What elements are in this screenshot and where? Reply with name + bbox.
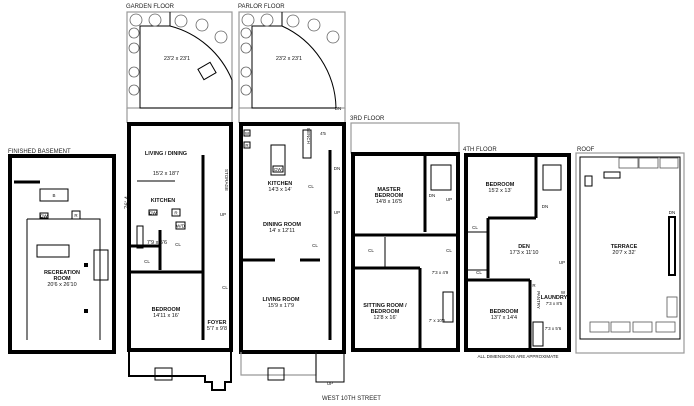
svg-text:R: R xyxy=(74,213,78,218)
svg-text:DN: DN xyxy=(335,106,342,111)
svg-text:W/D: W/D xyxy=(176,224,185,229)
svg-text:14'3 x 14': 14'3 x 14' xyxy=(268,187,291,193)
svg-text:15'9 x 17'9: 15'9 x 17'9 xyxy=(268,303,294,309)
svg-text:UP: UP xyxy=(220,212,226,217)
svg-text:7' x 10'6: 7' x 10'6 xyxy=(429,318,446,323)
svg-text:DN: DN xyxy=(542,204,549,209)
svg-text:CL: CL xyxy=(476,270,482,275)
svg-text:CL: CL xyxy=(175,242,181,247)
svg-text:UP: UP xyxy=(446,197,452,202)
room-sitting-room: SITTING ROOM / xyxy=(363,303,407,309)
svg-text:DN: DN xyxy=(334,166,341,171)
garden-dim: 23'2 x 23'1 xyxy=(164,56,190,62)
svg-text:UP: UP xyxy=(327,381,333,386)
svg-text:15'2 x 13': 15'2 x 13' xyxy=(488,188,511,194)
svg-text:CL: CL xyxy=(308,184,314,189)
svg-text:CL: CL xyxy=(222,285,228,290)
svg-text:DW: DW xyxy=(40,214,48,219)
dimensions-note: ALL DIMENSIONS ARE APPROXIMATE xyxy=(477,354,558,359)
svg-text:ROOM: ROOM xyxy=(53,276,71,282)
svg-text:DN: DN xyxy=(429,193,436,198)
room-recreation: RECREATION xyxy=(44,270,80,276)
room-bedroom-front: BEDROOM xyxy=(486,182,515,188)
svg-text:17'3 x 11'10: 17'3 x 11'10 xyxy=(510,250,539,256)
svg-text:R: R xyxy=(174,211,178,216)
svg-text:W: W xyxy=(561,290,566,295)
svg-text:7'3 x 5'6: 7'3 x 5'6 xyxy=(545,326,562,331)
svg-text:W: W xyxy=(245,131,250,136)
parlor-floor: PARLOR FLOOR 23'2 x 23'1 DN W R DW BENCH… xyxy=(238,4,346,386)
room-laundry: LAUNDRY xyxy=(541,295,568,301)
finished-basement: FINISHED BASEMENT B DW R RECREATION ROOM… xyxy=(8,149,116,354)
room-dining: DINING ROOM xyxy=(263,222,301,228)
roof-title: ROOF xyxy=(577,147,595,153)
room-master-bedroom: MASTER xyxy=(377,187,400,193)
svg-text:CL: CL xyxy=(312,243,318,248)
svg-text:14'11 x 16': 14'11 x 16' xyxy=(153,313,179,319)
bath-dim: 7'9 x 5'6 xyxy=(147,240,167,246)
room-terrace: TERRACE xyxy=(611,244,638,250)
svg-text:14'8 x 16'5: 14'8 x 16'5 xyxy=(376,199,402,205)
room-pantry: PANTRY xyxy=(536,291,541,309)
svg-text:12'8 x 16': 12'8 x 16' xyxy=(373,315,396,321)
basement-title: FINISHED BASEMENT xyxy=(8,149,71,155)
room-storage: STORAGE xyxy=(224,169,229,191)
svg-text:UP: UP xyxy=(334,210,340,215)
svg-text:DN: DN xyxy=(669,210,676,215)
svg-text:DW: DW xyxy=(274,167,282,172)
third-floor: 3RD FLOOR MASTER BEDROOM 14'8 x 16'5 DN … xyxy=(350,116,460,352)
svg-text:BEDROOM: BEDROOM xyxy=(375,193,404,199)
room-den: DEN xyxy=(518,244,530,250)
room-bedroom: BEDROOM xyxy=(152,307,181,313)
fourth-floor-title: 4TH FLOOR xyxy=(463,147,497,153)
svg-text:7'3 x 4'9: 7'3 x 4'9 xyxy=(432,270,449,275)
room-kitchen: KITCHEN xyxy=(151,198,175,204)
svg-text:5'7 x 9'8: 5'7 x 9'8 xyxy=(207,326,227,332)
svg-text:CL: CL xyxy=(144,259,150,264)
svg-text:R: R xyxy=(245,143,249,148)
svg-text:15'2 x 18'7: 15'2 x 18'7 xyxy=(153,171,179,177)
room-bedroom-rear: BEDROOM xyxy=(490,309,519,315)
svg-text:7'3 x 8'5: 7'3 x 8'5 xyxy=(546,301,563,306)
svg-text:CL: CL xyxy=(446,248,452,253)
svg-text:CL: CL xyxy=(472,225,478,230)
parlor-garden-dim: 23'2 x 23'1 xyxy=(276,56,302,62)
svg-text:UP: UP xyxy=(559,260,565,265)
svg-text:20'6 x 26'10: 20'6 x 26'10 xyxy=(47,282,76,288)
svg-text:13'7 x 14'4: 13'7 x 14'4 xyxy=(491,315,517,321)
roof: ROOF DN TERRACE 20'7 x 32' xyxy=(575,147,685,354)
fourth-floor: 4TH FLOOR BEDROOM 15'2 x 13' DN CL CL DE… xyxy=(463,147,571,359)
parlor-floor-title: PARLOR FLOOR xyxy=(238,4,285,10)
svg-text:CL: CL xyxy=(368,248,374,253)
svg-text:R: R xyxy=(532,283,536,288)
svg-text:DW: DW xyxy=(149,211,157,216)
svg-text:B: B xyxy=(52,193,55,198)
room-living-dining: LIVING / DINING xyxy=(145,151,187,157)
svg-text:14' x 12'11: 14' x 12'11 xyxy=(269,228,295,234)
room-foyer: FOYER xyxy=(208,320,227,326)
svg-text:BEDROOM: BEDROOM xyxy=(371,309,400,315)
street-label: WEST 10TH STREET xyxy=(322,396,381,402)
third-floor-title: 3RD FLOOR xyxy=(350,116,385,122)
room-kitchen: KITCHEN xyxy=(268,181,292,187)
room-living: LIVING ROOM xyxy=(263,297,300,303)
garden-floor-title: GARDEN FLOOR xyxy=(126,4,175,10)
svg-text:20'7 x 32': 20'7 x 32' xyxy=(612,250,635,256)
garden-floor: GARDEN FLOOR 23'2 x 23'1 76' 4 LIVING / … xyxy=(125,4,233,391)
svg-text:4'5: 4'5 xyxy=(320,131,326,136)
svg-text:BENCH: BENCH xyxy=(306,128,311,144)
